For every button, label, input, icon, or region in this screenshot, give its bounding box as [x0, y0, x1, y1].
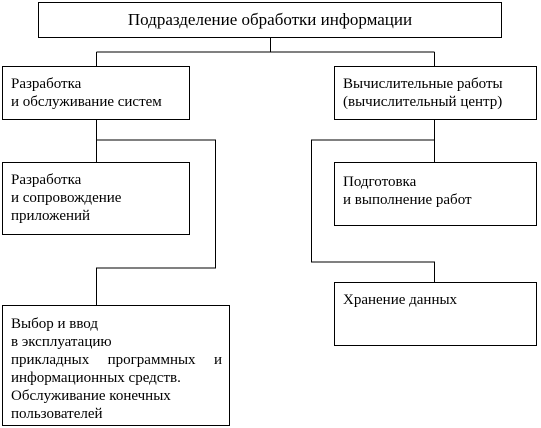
software-selection-line-5: Обслуживание конечных [11, 388, 171, 404]
root-unit-box: Подразделение обработки информации [38, 2, 502, 38]
app-dev-label-line-2: и сопровождение [11, 190, 122, 206]
computing-box: Вычислительные работы (вычислительный це… [334, 66, 537, 120]
computing-label-line-1: Вычислительные работы [343, 76, 503, 92]
job-prep-label-line-2: и выполнение работ [343, 192, 472, 208]
software-selection-line-2: в эксплуатацию [11, 334, 112, 350]
software-selection-box: Выбор и ввод в эксплуатацию прикладных п… [2, 305, 230, 426]
data-storage-box: Хранение данных [334, 282, 537, 346]
connector-dev-to-software-selection [96, 139, 216, 305]
job-prep-box: Подготовка и выполнение работ [334, 162, 537, 226]
data-storage-label: Хранение данных [343, 292, 458, 308]
software-selection-line-3: прикладных программных и [11, 352, 222, 368]
software-selection-line-4: информационных средств. [11, 370, 181, 386]
dev-systems-box: Разработка и обслуживание систем [2, 66, 190, 120]
job-prep-label-line-1: Подготовка [343, 174, 417, 190]
app-dev-label-line-1: Разработка [11, 172, 82, 188]
computing-label-line-2: (вычислительный центр) [343, 94, 503, 110]
connector-computing-to-data-storage [311, 139, 435, 282]
software-selection-line-1: Выбор и ввод [11, 316, 99, 332]
dev-systems-label-line-2: и обслуживание систем [11, 94, 162, 110]
root-unit-label: Подразделение обработки информации [127, 10, 413, 29]
app-dev-label-line-3: приложений [11, 208, 91, 224]
dev-systems-label-line-1: Разработка [11, 76, 82, 92]
app-dev-box: Разработка и сопровождение приложений [2, 162, 190, 235]
software-selection-line-6: пользователей [11, 406, 103, 422]
